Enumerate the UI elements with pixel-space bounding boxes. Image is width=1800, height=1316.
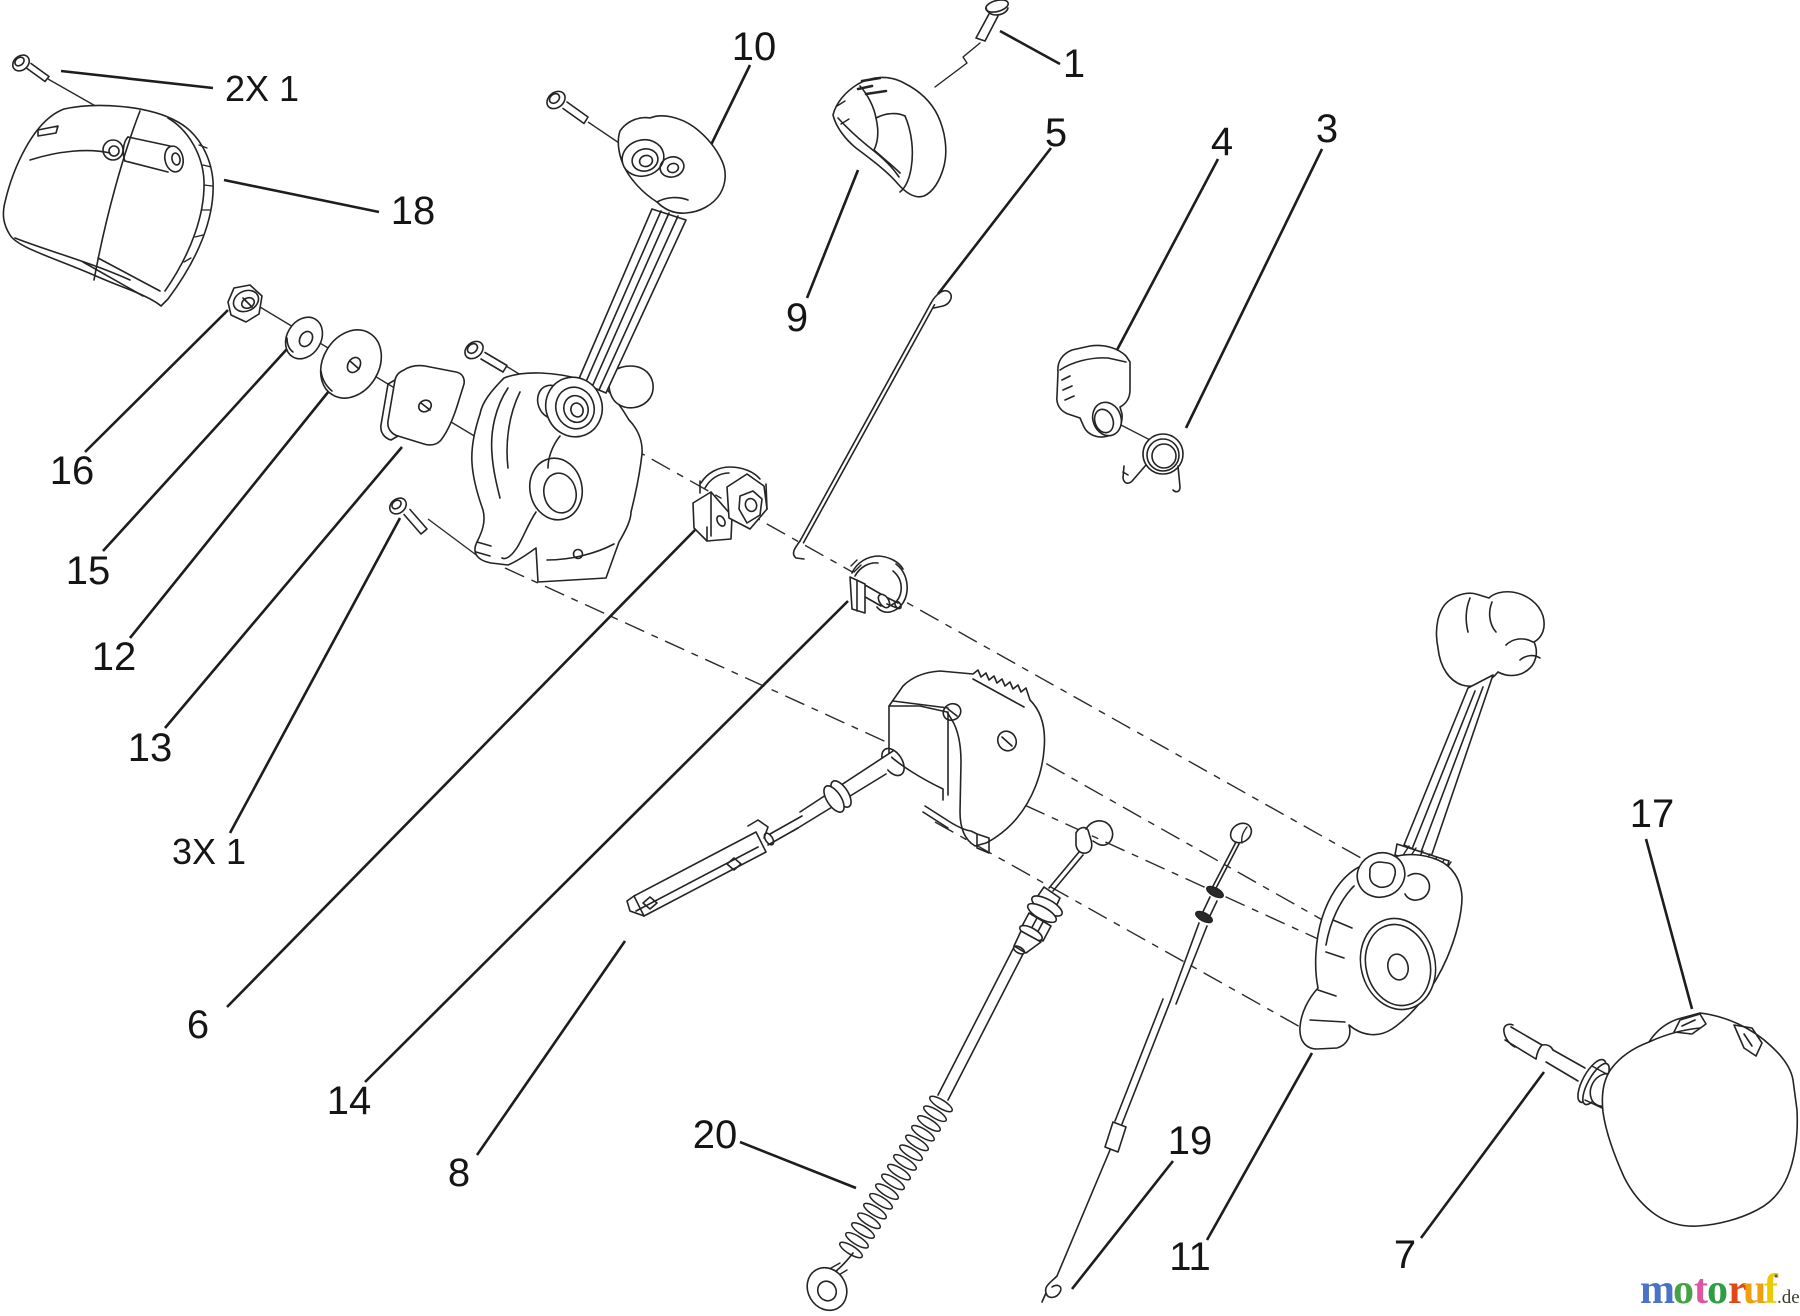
svg-text:19: 19 [1168,1119,1213,1163]
svg-text:18: 18 [391,189,436,233]
svg-text:7: 7 [1394,1233,1416,1277]
svg-text:o: o [1707,1267,1728,1313]
svg-text:1: 1 [1063,42,1085,86]
svg-text:3X 1: 3X 1 [172,831,246,872]
svg-text:6: 6 [187,1003,209,1047]
svg-text:15: 15 [66,549,111,593]
svg-text:5: 5 [1045,111,1067,155]
svg-text:20: 20 [693,1113,738,1157]
svg-text:12: 12 [92,635,137,679]
svg-text:16: 16 [50,449,95,493]
svg-text:r: r [1728,1267,1747,1313]
svg-text:m: m [1640,1267,1675,1313]
svg-text:2X 1: 2X 1 [225,68,299,109]
svg-text:10: 10 [732,25,777,69]
svg-text:3: 3 [1316,107,1338,151]
svg-text:8: 8 [448,1151,470,1195]
svg-text:t: t [1694,1267,1708,1313]
svg-text:9: 9 [786,296,808,340]
svg-text:o: o [1673,1267,1694,1313]
svg-text:17: 17 [1630,792,1675,836]
svg-text:11: 11 [1169,1235,1211,1279]
svg-text:f: f [1764,1267,1779,1313]
svg-text:4: 4 [1211,120,1233,164]
svg-text:.de: .de [1777,1287,1800,1308]
svg-text:13: 13 [128,726,173,770]
svg-text:u: u [1743,1267,1766,1313]
svg-text:14: 14 [327,1079,372,1123]
